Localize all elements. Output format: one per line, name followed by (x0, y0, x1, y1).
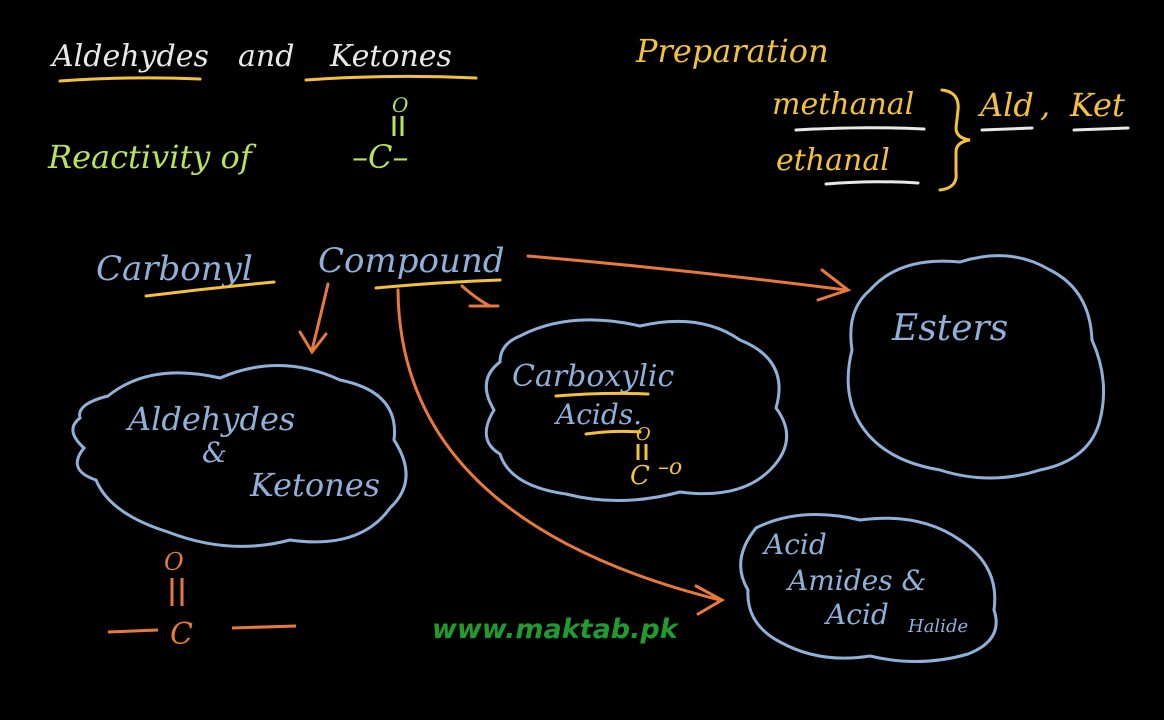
carboxylic-line1: Carboxylic (512, 359, 675, 394)
carboxylic-oxygen: O (636, 424, 651, 445)
carbonyl-word: Carbonyl (96, 249, 253, 289)
arrowhead-aldehydes (298, 330, 328, 355)
cloud-esters: Esters (846, 254, 1106, 480)
ald-ket-line3: Ketones (249, 466, 380, 504)
carbonyl-compound-group: Carbonyl Compound (96, 241, 505, 298)
reactivity-label: Reactivity of (47, 138, 257, 176)
structure-oxygen: O (164, 548, 184, 576)
compound-underline (374, 278, 502, 290)
amides-line4: Halide (907, 616, 968, 637)
cloud-acid-amides: Acid Amides & Acid Halide (739, 513, 998, 664)
structure-carbon: C (170, 617, 193, 652)
carbonyl-structure: O C (107, 548, 297, 652)
carboxylic-carbon: C (630, 461, 650, 491)
watermark: www.maktab.pk (432, 614, 680, 645)
ald-ket-line1: Aldehydes (125, 400, 295, 438)
structure-left-bond (107, 628, 159, 634)
ket-underline (1072, 126, 1130, 132)
acids-underline (584, 429, 642, 436)
ald-underline (980, 126, 1034, 132)
cloud-aldehydes-ketones: Aldehydes & Ketones (71, 364, 408, 548)
cloud-outline-amides (739, 513, 998, 664)
arrows-group (298, 254, 852, 616)
title-ketones: Ketones (329, 39, 452, 74)
carbonyl-underline (144, 280, 276, 298)
curly-brace (938, 88, 971, 192)
arrow-to-aldehydes (310, 282, 330, 352)
amides-line1: Acid (761, 528, 827, 561)
cloud-outline-ald-ket (71, 364, 408, 548)
esters-label: Esters (891, 308, 1008, 349)
methanal-underline (794, 126, 926, 132)
arrow-to-esters (526, 254, 848, 292)
arrow-to-amides (396, 288, 722, 602)
ald-ket-line2: & (202, 436, 227, 469)
carboxylic-line2: Acids. (553, 398, 642, 431)
title-aldehydes: Aldehydes (49, 39, 209, 74)
ket-label: Ket (1069, 86, 1125, 124)
structure-right-bond (231, 624, 297, 630)
comma-label: , (1040, 86, 1050, 124)
ethanal-underline (824, 180, 920, 186)
compound-word: Compound (318, 241, 505, 281)
title-underline-aldehydes (58, 76, 202, 83)
arrow-to-carboxylic (460, 284, 492, 308)
title-and: and (238, 39, 294, 74)
cloud-outline-esters (846, 254, 1106, 480)
preparation-title: Preparation (635, 32, 829, 70)
methanal-label: methanal (772, 87, 914, 122)
preparation-group: Preparation methanal ethanal Ald , Ket (635, 32, 1130, 192)
amides-line2: Amides & (785, 564, 926, 597)
title-group: Aldehydes and Ketones (49, 39, 478, 83)
ald-label: Ald (977, 86, 1034, 124)
carboxylic-tail: –o (658, 455, 682, 480)
reactivity-group: Reactivity of –C– O (47, 93, 408, 176)
ethanal-label: ethanal (776, 143, 890, 178)
title-underline-ketones (304, 74, 478, 82)
arrowhead-esters (816, 268, 852, 302)
cloud-outline-carboxylic (484, 318, 789, 503)
carboxylic-underline (554, 391, 650, 398)
reactivity-group-carbon: –C– (352, 138, 408, 176)
reactivity-oxygen: O (392, 93, 408, 117)
cloud-carboxylic-acids: Carboxylic Acids. O C –o (484, 318, 789, 503)
arrowhead-amides (694, 584, 726, 616)
amides-line3: Acid (823, 598, 889, 631)
